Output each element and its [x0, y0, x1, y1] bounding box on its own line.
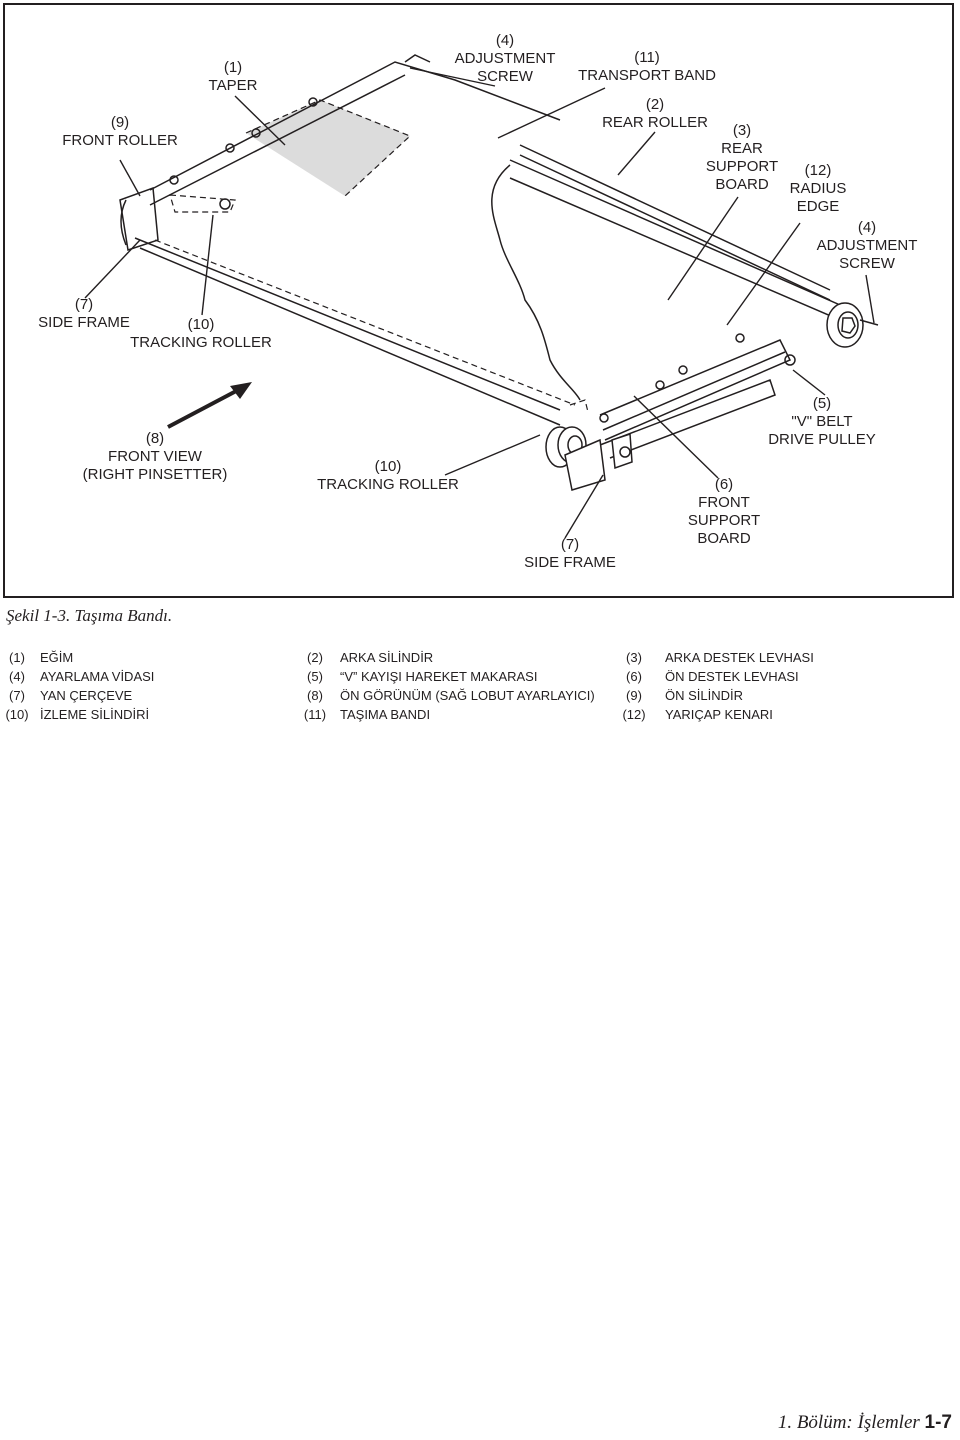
legend-num: (3): [626, 650, 642, 665]
legend-num: (5): [307, 669, 323, 684]
leader-transport-band: [497, 87, 606, 139]
callout-front-support-board: (6) FRONT SUPPORT BOARD: [687, 476, 761, 547]
front-support-board: [599, 339, 792, 441]
figure-caption: Şekil 1-3. Taşıma Bandı.: [6, 606, 173, 625]
legend-text: ÖN DESTEK LEVHASI: [665, 669, 799, 684]
legend-text: YAN ÇERÇEVE: [40, 688, 133, 703]
legend-text: İZLEME SİLİNDİRİ: [40, 707, 150, 722]
leader-v-belt-pulley: [792, 369, 826, 396]
leader-taper: [234, 95, 286, 146]
left-side-frame: [119, 186, 159, 251]
leader-side-frame-left: [84, 239, 141, 299]
legend-text: ÖN GÖRÜNÜM (SAĞ LOBUT AYARLAYICI): [340, 688, 595, 703]
taper-outline-dashed: [245, 99, 412, 197]
legend-num: (1): [9, 650, 25, 665]
callout-taper: (1) TAPER: [208, 59, 258, 94]
callout-side-frame-left: (7) SIDE FRAME: [38, 296, 130, 331]
leader-front-support-board: [633, 395, 719, 479]
leader-radius-edge: [726, 222, 801, 326]
leader-rear-support-board: [667, 196, 739, 301]
callout-adjustment-screw-top: (4) ADJUSTMENT SCREW: [454, 32, 556, 85]
legend-text: ÖN SİLİNDİR: [665, 688, 744, 703]
band-front-edge: [134, 237, 561, 411]
leader-tracking-roller-center: [444, 434, 541, 476]
leader-tracking-roller-left: [201, 214, 214, 316]
page-footer: 1. Bölüm: İşlemler 1-7: [778, 1412, 952, 1434]
callout-tracking-roller-center: (10) TRACKING ROLLER: [317, 458, 459, 493]
callout-v-belt-pulley: (5) "V" BELT DRIVE PULLEY: [768, 395, 876, 448]
chapter-title: 1. Bölüm: İşlemler: [777, 1412, 920, 1433]
legend-num: (10): [5, 707, 29, 722]
callout-rear-roller: (2) REAR ROLLER: [602, 96, 708, 131]
callout-radius-edge: (12) RADIUS EDGE: [789, 162, 847, 215]
leader-front-roller: [119, 159, 141, 197]
legend-num: (11): [303, 707, 327, 722]
legend-num: (7): [9, 688, 25, 703]
callout-front-view: (8) FRONT VIEW (RIGHT PINSETTER): [82, 430, 228, 483]
page-number: 1-7: [924, 1412, 952, 1433]
legend-num: (9): [626, 688, 642, 703]
callout-tracking-roller-left: (10) TRACKING ROLLER: [130, 316, 272, 351]
legend-text: TAŞIMA BANDI: [340, 707, 431, 722]
front-view-arrow: [167, 382, 252, 429]
callout-adjustment-screw-right: (4) ADJUSTMENT SCREW: [816, 219, 918, 272]
legend-text: “V” KAYIŞI HAREKET MAKARASI: [340, 669, 538, 684]
callout-transport-band: (11) TRANSPORT BAND: [578, 49, 716, 84]
legend-text: EĞİM: [40, 650, 74, 665]
leader-adjustment-screw-top: [409, 67, 496, 87]
callout-side-frame-bottom: (7) SIDE FRAME: [524, 536, 616, 571]
legend-num: (8): [307, 688, 323, 703]
callout-front-roller: (9) FRONT ROLLER: [62, 114, 178, 149]
legend-text: YARIÇAP KENARI: [665, 707, 773, 722]
right-side-frame: [564, 438, 606, 491]
legend-column-3: (3) ARKA DESTEK LEVHASI (6) ÖN DESTEK LEVH…: [617, 648, 814, 724]
legend-column-1: (1) EĞİM (4) AYARLAMA VİDASI (7) YAN ÇERÇEV…: [0, 648, 154, 724]
leader-adjustment-screw-right: [865, 274, 875, 324]
legend-text: ARKA DESTEK LEVHASI: [665, 650, 814, 665]
band-torn-edge: [491, 164, 581, 401]
taper-shaded-area: [246, 100, 410, 196]
legend-num: (12): [622, 707, 646, 722]
legend-column-2: (2) ARKA SİLİNDİR (5) “V” KAYIŞI HAREKET M…: [298, 648, 595, 724]
leader-side-frame-bottom: [564, 474, 604, 539]
legend-num: (2): [307, 650, 323, 665]
figure-frame: [3, 3, 954, 598]
callout-rear-support-board: (3) REAR SUPPORT BOARD: [705, 122, 779, 193]
leader-rear-roller: [617, 131, 656, 176]
legend-text: AYARLAMA VİDASI: [40, 669, 155, 684]
legend-num: (4): [9, 669, 25, 684]
front-roller-end: [120, 199, 127, 246]
legend-num: (6): [626, 669, 642, 684]
transport-band-illustration: [84, 54, 879, 539]
legend-text: ARKA SİLİNDİR: [340, 650, 434, 665]
